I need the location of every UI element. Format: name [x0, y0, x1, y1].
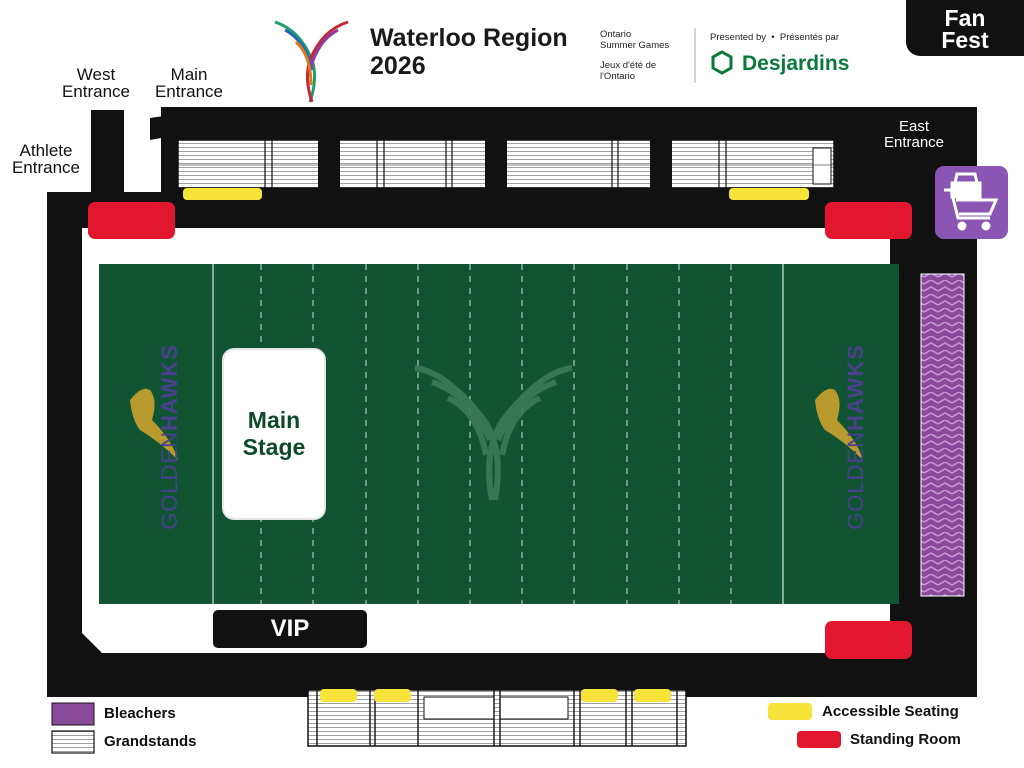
- hawks-word-east: HAWKS: [843, 344, 868, 431]
- ontario-summer-games-logo-icon: [274, 20, 349, 103]
- legend-bleachers: Bleachers: [104, 705, 176, 722]
- legend-accessible: Accessible Seating: [822, 703, 959, 720]
- hawks-gold-west: GOLDEN: [157, 430, 182, 530]
- golden-hawks-wordmark-west: GOLDENHAWKS: [157, 327, 183, 547]
- east-entrance-label: East Entrance: [871, 119, 957, 151]
- accessible-seating-north-east: [729, 188, 809, 200]
- accessible-seating-south-4: [634, 689, 671, 702]
- west-entrance-line2: Entrance: [61, 82, 131, 101]
- west-entrance-label: West Entrance: [52, 66, 140, 100]
- east-bleachers: [920, 273, 965, 597]
- standing-room-nw: [88, 202, 175, 239]
- standing-room-se: [825, 621, 912, 659]
- games-en: Ontario Summer Games: [600, 29, 669, 51]
- event-title: Waterloo Region 2026: [370, 24, 568, 80]
- games-en-line1: Ontario: [600, 29, 632, 40]
- athlete-entrance-label: Athlete Entrance: [2, 142, 90, 176]
- accessible-seating-south-2: [374, 689, 411, 702]
- main-stage-line2: Stage: [242, 434, 306, 460]
- hawks-word-west: HAWKS: [157, 344, 182, 431]
- games-fr-line1: Jeux d'été de: [600, 60, 657, 71]
- desjardins-hexagon-icon: [711, 50, 733, 75]
- accessible-seating-south-3: [581, 689, 618, 702]
- south-grandstand: [307, 689, 687, 747]
- games-fr-line2: l'Ontario: [600, 71, 636, 82]
- legend-standing: Standing Room: [850, 731, 961, 748]
- event-title-line2: 2026: [370, 52, 426, 80]
- athlete-entrance-line2: Entrance: [11, 158, 81, 177]
- main-stage-line1: Main: [247, 407, 301, 433]
- main-entrance-line1: Main: [170, 65, 208, 84]
- fan-fest-badge: Fan Fest: [906, 0, 1024, 56]
- accessible-seating-north-west: [183, 188, 262, 200]
- athlete-entrance-line1: Athlete: [19, 141, 73, 160]
- east-entrance-line2: Entrance: [883, 134, 945, 151]
- legend-grandstands: Grandstands: [104, 733, 197, 750]
- yard-lines: [212, 264, 784, 604]
- event-title-line1: Waterloo Region: [370, 24, 568, 52]
- east-entrance-line1: East: [898, 118, 929, 135]
- hawks-gold-east: GOLDEN: [843, 430, 868, 530]
- legend-bleachers-swatch: [51, 702, 95, 726]
- games-fr: Jeux d'été de l'Ontario: [600, 60, 656, 82]
- fan-fest-line2: Fest: [941, 27, 989, 53]
- games-en-line2: Summer Games: [600, 40, 670, 51]
- center-field-logo-icon: [414, 365, 573, 501]
- west-entrance-passage: [91, 110, 124, 210]
- golden-hawks-logo-icon: [130, 388, 863, 460]
- legend-accessible-swatch: [768, 703, 812, 720]
- presented-by: Presented by • Présentés par: [710, 32, 840, 43]
- accessible-seating-south-1: [320, 689, 357, 702]
- west-entrance-line1: West: [76, 65, 116, 84]
- standing-room-ne: [825, 202, 912, 239]
- main-entrance-line2: Entrance: [154, 82, 224, 101]
- vip-area: VIP: [213, 610, 367, 648]
- shop-badge: [935, 166, 1008, 239]
- legend-grandstands-swatch: [51, 730, 95, 754]
- main-entrance-label: Main Entrance: [144, 66, 234, 100]
- golden-hawks-wordmark-east: GOLDENHAWKS: [843, 327, 869, 547]
- legend-standing-swatch: [797, 731, 841, 748]
- main-stage: Main Stage: [224, 350, 324, 518]
- shopping-cart-icon: [944, 172, 999, 231]
- fan-fest-line1: Fan: [944, 5, 986, 31]
- sponsor-name: Desjardins: [742, 52, 850, 75]
